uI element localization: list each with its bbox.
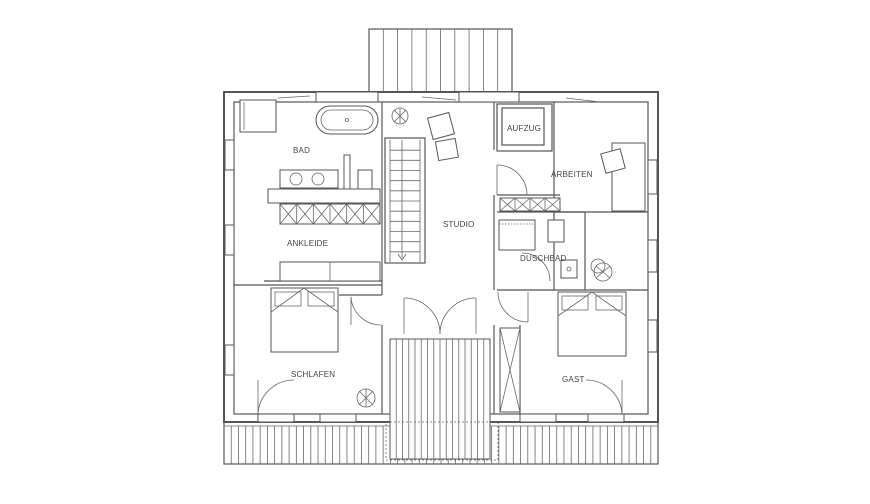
windows (224, 91, 658, 423)
room-label-studio: STUDIO (443, 220, 474, 229)
room-label-arbeiten: ARBEITEN (551, 170, 593, 179)
wardrobe-cross (346, 203, 364, 225)
wardrobe-cross (329, 203, 347, 225)
stairs (389, 140, 421, 262)
interior-walls (234, 102, 648, 414)
wardrobe-cross (499, 197, 516, 212)
room-label-aufzug: AUFZUG (507, 124, 541, 133)
wardrobe-cross (313, 203, 331, 225)
room-labels: BAD ANKLEIDE STUDIO AUFZUG ARBEITEN DUSC… (287, 124, 593, 384)
room-label-gast: GAST (562, 375, 585, 384)
wardrobe-cross (279, 203, 297, 225)
doors (257, 164, 623, 415)
furniture (267, 105, 646, 413)
wardrobe-cross (529, 197, 546, 212)
balcony-top (368, 28, 513, 93)
balcony-bottom (385, 338, 499, 461)
wardrobe-cross (514, 197, 531, 212)
room-label-bad: BAD (293, 146, 310, 155)
room-label-duschbad: DUSCHBAD (520, 254, 567, 263)
wardrobe-cross (296, 203, 314, 225)
room-label-ankleide: ANKLEIDE (287, 239, 328, 248)
wardrobe-cross (544, 197, 561, 212)
room-label-schlafen: SCHLAFEN (291, 370, 335, 379)
wardrobe-cross (363, 203, 381, 225)
